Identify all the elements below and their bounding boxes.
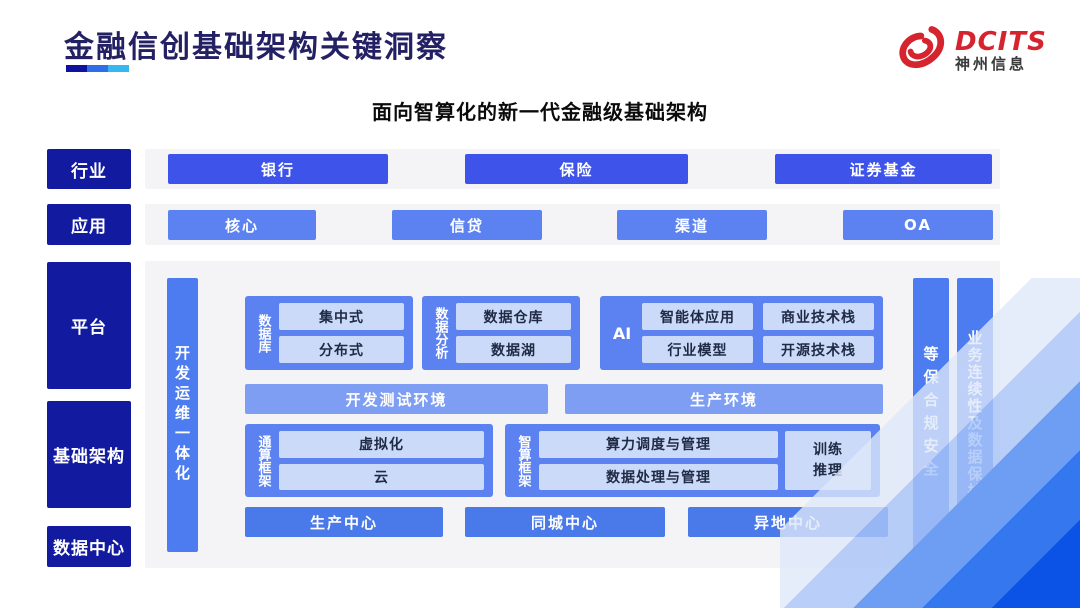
data-processing: 数据处理与管理 — [539, 463, 778, 490]
database-group: 数据库 集中式 分布式 — [245, 296, 413, 370]
intelligent-compute-group: 智算框架 算力调度与管理 数据处理与管理 训练 推理 — [505, 424, 880, 497]
industry-securities: 证券基金 — [775, 154, 992, 184]
compliance-vertical-bar: 等保合规安全 — [913, 278, 949, 552]
continuity-vertical-bar: 业务连续性及数据保护 — [957, 278, 993, 552]
ai-group-label: AI — [612, 323, 632, 343]
ai-industry-model: 行业模型 — [642, 336, 753, 363]
sidebar-item-application: 应用 — [47, 204, 131, 245]
dev-test-env: 开发测试环境 — [245, 384, 548, 414]
intelligent-compute-label: 智算框架 — [515, 434, 531, 487]
diagram-subtitle: 面向智算化的新一代金融级基础架构 — [372, 100, 708, 124]
dc-remote: 异地中心 — [688, 507, 888, 537]
general-compute-group: 通算框架 虚拟化 云 — [245, 424, 493, 497]
industry-bank: 银行 — [168, 154, 388, 184]
virtualization: 虚拟化 — [279, 431, 484, 458]
sidebar-item-platform: 平台 — [47, 262, 131, 389]
ai-commercial-stack: 商业技术栈 — [763, 303, 874, 330]
ai-opensource-stack: 开源技术栈 — [763, 336, 874, 363]
company-logo: DCITS 神州信息 — [893, 20, 1063, 82]
sidebar-item-infrastructure: 基础架构 — [47, 401, 131, 508]
analytics-group: 数据分析 数据仓库 数据湖 — [422, 296, 580, 370]
app-oa: OA — [843, 210, 993, 240]
cloud: 云 — [279, 463, 484, 490]
app-channel: 渠道 — [617, 210, 767, 240]
ai-agent-app: 智能体应用 — [642, 303, 753, 330]
production-env: 生产环境 — [565, 384, 883, 414]
analytics-group-label: 数据分析 — [432, 307, 448, 359]
database-group-label: 数据库 — [255, 313, 271, 353]
sidebar-item-datacenter: 数据中心 — [47, 526, 131, 567]
database-centralized: 集中式 — [279, 303, 404, 330]
analytics-datalake: 数据湖 — [456, 336, 571, 363]
page-title: 金融信创基础架构关键洞察 — [64, 30, 448, 65]
devops-vertical-bar: 开发运维一体化 — [167, 278, 198, 552]
dcits-swirl-icon — [893, 23, 951, 79]
training-inference: 训练 推理 — [785, 431, 871, 490]
dc-production: 生产中心 — [245, 507, 443, 537]
analytics-warehouse: 数据仓库 — [456, 303, 571, 330]
app-core: 核心 — [168, 210, 316, 240]
industry-insurance: 保险 — [465, 154, 688, 184]
logo-company-text: 神州信息 — [955, 54, 1028, 73]
ai-group: AI 智能体应用 商业技术栈 行业模型 开源技术栈 — [600, 296, 883, 370]
database-distributed: 分布式 — [279, 336, 404, 363]
logo-brand-text: DCITS — [955, 27, 1047, 58]
sidebar-item-industry: 行业 — [47, 149, 131, 189]
compute-scheduling: 算力调度与管理 — [539, 431, 778, 458]
app-credit: 信贷 — [392, 210, 542, 240]
dc-samecity: 同城中心 — [465, 507, 665, 537]
title-accent-bar — [66, 65, 129, 72]
general-compute-label: 通算框架 — [255, 434, 271, 487]
